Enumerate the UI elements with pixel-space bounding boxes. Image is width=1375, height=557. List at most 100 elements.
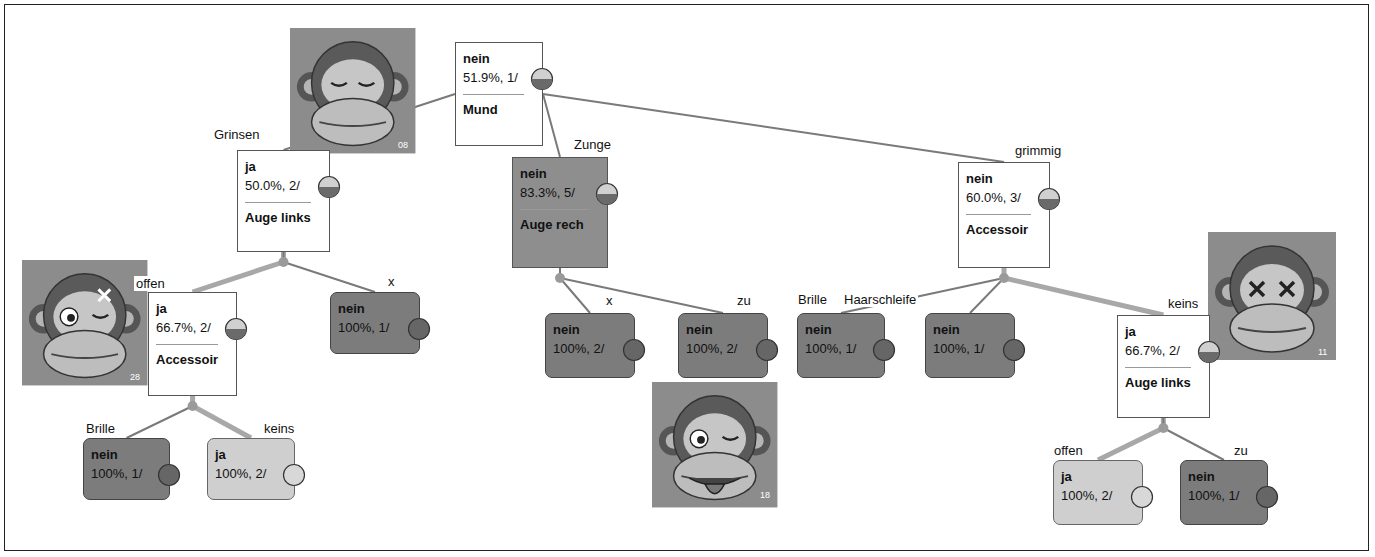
monkey-icon (290, 28, 415, 153)
pie-chart (317, 175, 341, 199)
pie-base (1004, 340, 1025, 361)
split-attribute: Accessoir (156, 344, 218, 369)
split-dot (279, 257, 289, 267)
leaf-box: nein100%, 2/ (545, 313, 635, 378)
class-label: ja (1061, 467, 1124, 486)
pie-chart (622, 338, 646, 362)
split-box: nein51.9%, 1/Mund (455, 42, 543, 146)
share-text: 83.3%, 5/ (520, 183, 589, 202)
leaf-box: ja100%, 2/ (207, 438, 295, 500)
tree-branch (543, 94, 1004, 162)
leaf-box: nein100%, 1/ (83, 438, 170, 500)
pie-chart (282, 463, 306, 487)
branch-label: x (604, 293, 615, 308)
pie-slice (532, 79, 553, 89)
branch-label: zu (735, 293, 753, 308)
image-number: 11 (1318, 347, 1327, 358)
leaf-box: nein100%, 1/ (797, 313, 885, 378)
split-attribute: Auge links (1125, 367, 1191, 392)
tree-branch (970, 268, 1004, 313)
class-label: nein (463, 49, 524, 68)
pie-base (226, 319, 247, 340)
share-text: 51.9%, 1/ (463, 68, 524, 87)
pie-base (1039, 189, 1060, 210)
split-box: ja66.7%, 2/Accessoir (148, 292, 237, 396)
split-box: nein60.0%, 3/Accessoir (958, 162, 1050, 268)
branch-label: keins (1166, 296, 1200, 311)
split-dot (999, 273, 1009, 283)
split-box: ja66.7%, 2/Auge links (1117, 315, 1210, 418)
class-label: nein (966, 169, 1031, 188)
leaf-box: nein100%, 1/ (925, 313, 1015, 378)
class-label: ja (215, 445, 276, 464)
split-attribute: Auge links (245, 202, 311, 227)
pie-chart (157, 463, 181, 487)
class-label: ja (245, 157, 311, 176)
pie-chart (755, 338, 779, 362)
share-text: 100%, 2/ (686, 339, 749, 358)
tree-branch (193, 252, 284, 292)
pie-chart (872, 338, 896, 362)
pie-base (319, 177, 340, 198)
class-label: nein (91, 445, 151, 464)
branch-label: Brille (84, 421, 117, 436)
pie-chart (224, 317, 248, 341)
pie-base (532, 69, 553, 90)
split-dot (555, 273, 565, 283)
pie-base (159, 465, 180, 486)
image-number: 18 (760, 490, 770, 501)
pie-chart (1037, 187, 1061, 211)
branch-label: x (386, 274, 397, 289)
image-number: 28 (130, 372, 140, 383)
image-number: 08 (398, 140, 408, 151)
leaf-box: nein100%, 1/ (330, 292, 420, 354)
pie-slice (319, 187, 340, 197)
leaf-box: nein100%, 1/ (1180, 460, 1268, 525)
share-text: 100%, 2/ (1061, 486, 1124, 505)
tree-branch (560, 268, 723, 313)
split-dot (1158, 423, 1168, 433)
branch-label: Brille (796, 292, 829, 307)
tree-branch (284, 252, 376, 292)
tree-branch (1098, 418, 1163, 460)
pie-base (1132, 487, 1153, 508)
split-attribute: Auge rech (520, 209, 589, 234)
pie-base (597, 184, 618, 205)
monkey-icon (22, 260, 147, 385)
tree-branch (560, 268, 590, 313)
split-attribute: Accessoir (966, 214, 1031, 239)
share-text: 100%, 1/ (91, 464, 151, 483)
class-label: nein (338, 299, 401, 318)
class-label: nein (520, 164, 589, 183)
pie-base (624, 340, 645, 361)
tree-branch (193, 396, 251, 438)
class-label: nein (805, 320, 866, 339)
branch-label: grimmig (1013, 143, 1063, 158)
branch-label: offen (134, 276, 167, 291)
share-text: 50.0%, 2/ (245, 176, 311, 195)
split-attribute: Mund (463, 94, 524, 119)
pie-base (284, 465, 305, 486)
share-text: 100%, 2/ (215, 464, 276, 483)
share-text: 100%, 1/ (338, 318, 401, 337)
pie-base (1257, 487, 1278, 508)
tree-branch (841, 268, 1004, 313)
tree-branch (1163, 418, 1224, 460)
branch-label: keins (262, 421, 296, 436)
pie-chart (530, 67, 554, 91)
monkey-icon (1208, 232, 1336, 360)
pie-base (1198, 342, 1219, 363)
pie-base (409, 319, 430, 340)
leaf-box: ja100%, 2/ (1053, 460, 1143, 525)
pie-slice (1039, 199, 1060, 209)
split-dot (188, 401, 198, 411)
pie-base (874, 340, 895, 361)
tree-branch (543, 94, 560, 157)
split-box: ja50.0%, 2/Auge links (237, 150, 330, 252)
pie-slice (1198, 352, 1219, 362)
share-text: 66.7%, 2/ (156, 318, 218, 337)
pie-slice (226, 329, 247, 339)
split-box: nein83.3%, 5/Auge rech (512, 157, 608, 268)
pie-base (757, 340, 778, 361)
pie-chart (595, 182, 619, 206)
